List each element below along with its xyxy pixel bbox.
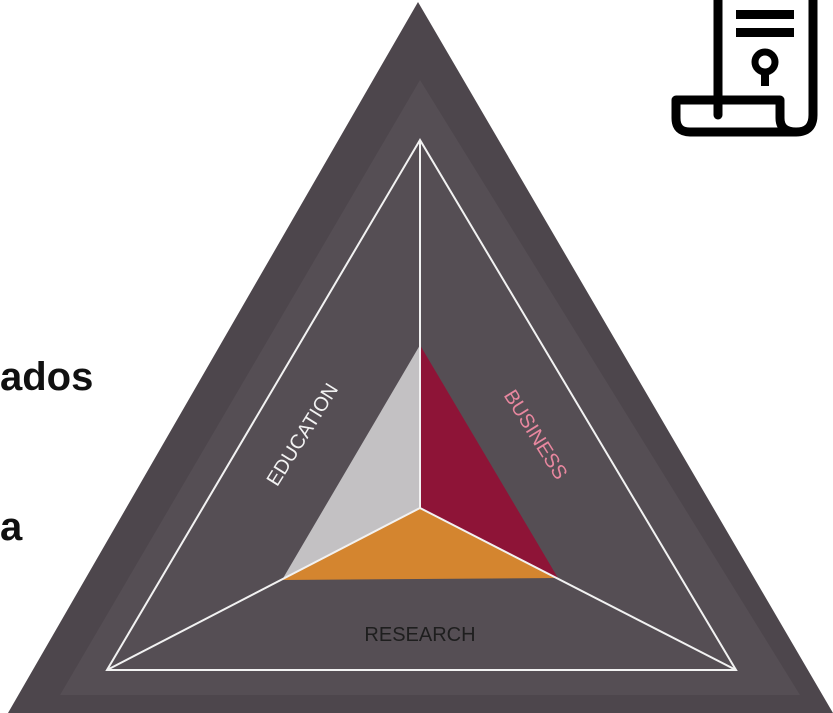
spoke-left: [106, 507, 421, 671]
spoke-right: [419, 507, 737, 671]
education-region: [282, 345, 420, 580]
partial-heading: ados a: [0, 252, 93, 652]
research-label: RESEARCH: [364, 624, 475, 646]
business-region: [420, 345, 558, 578]
heading-line-1: ados: [0, 355, 94, 399]
heading-line-2: a: [0, 505, 23, 549]
research-region: [282, 508, 558, 580]
certificate-document-icon: [671, 0, 818, 137]
outline-triangle: [105, 138, 738, 671]
